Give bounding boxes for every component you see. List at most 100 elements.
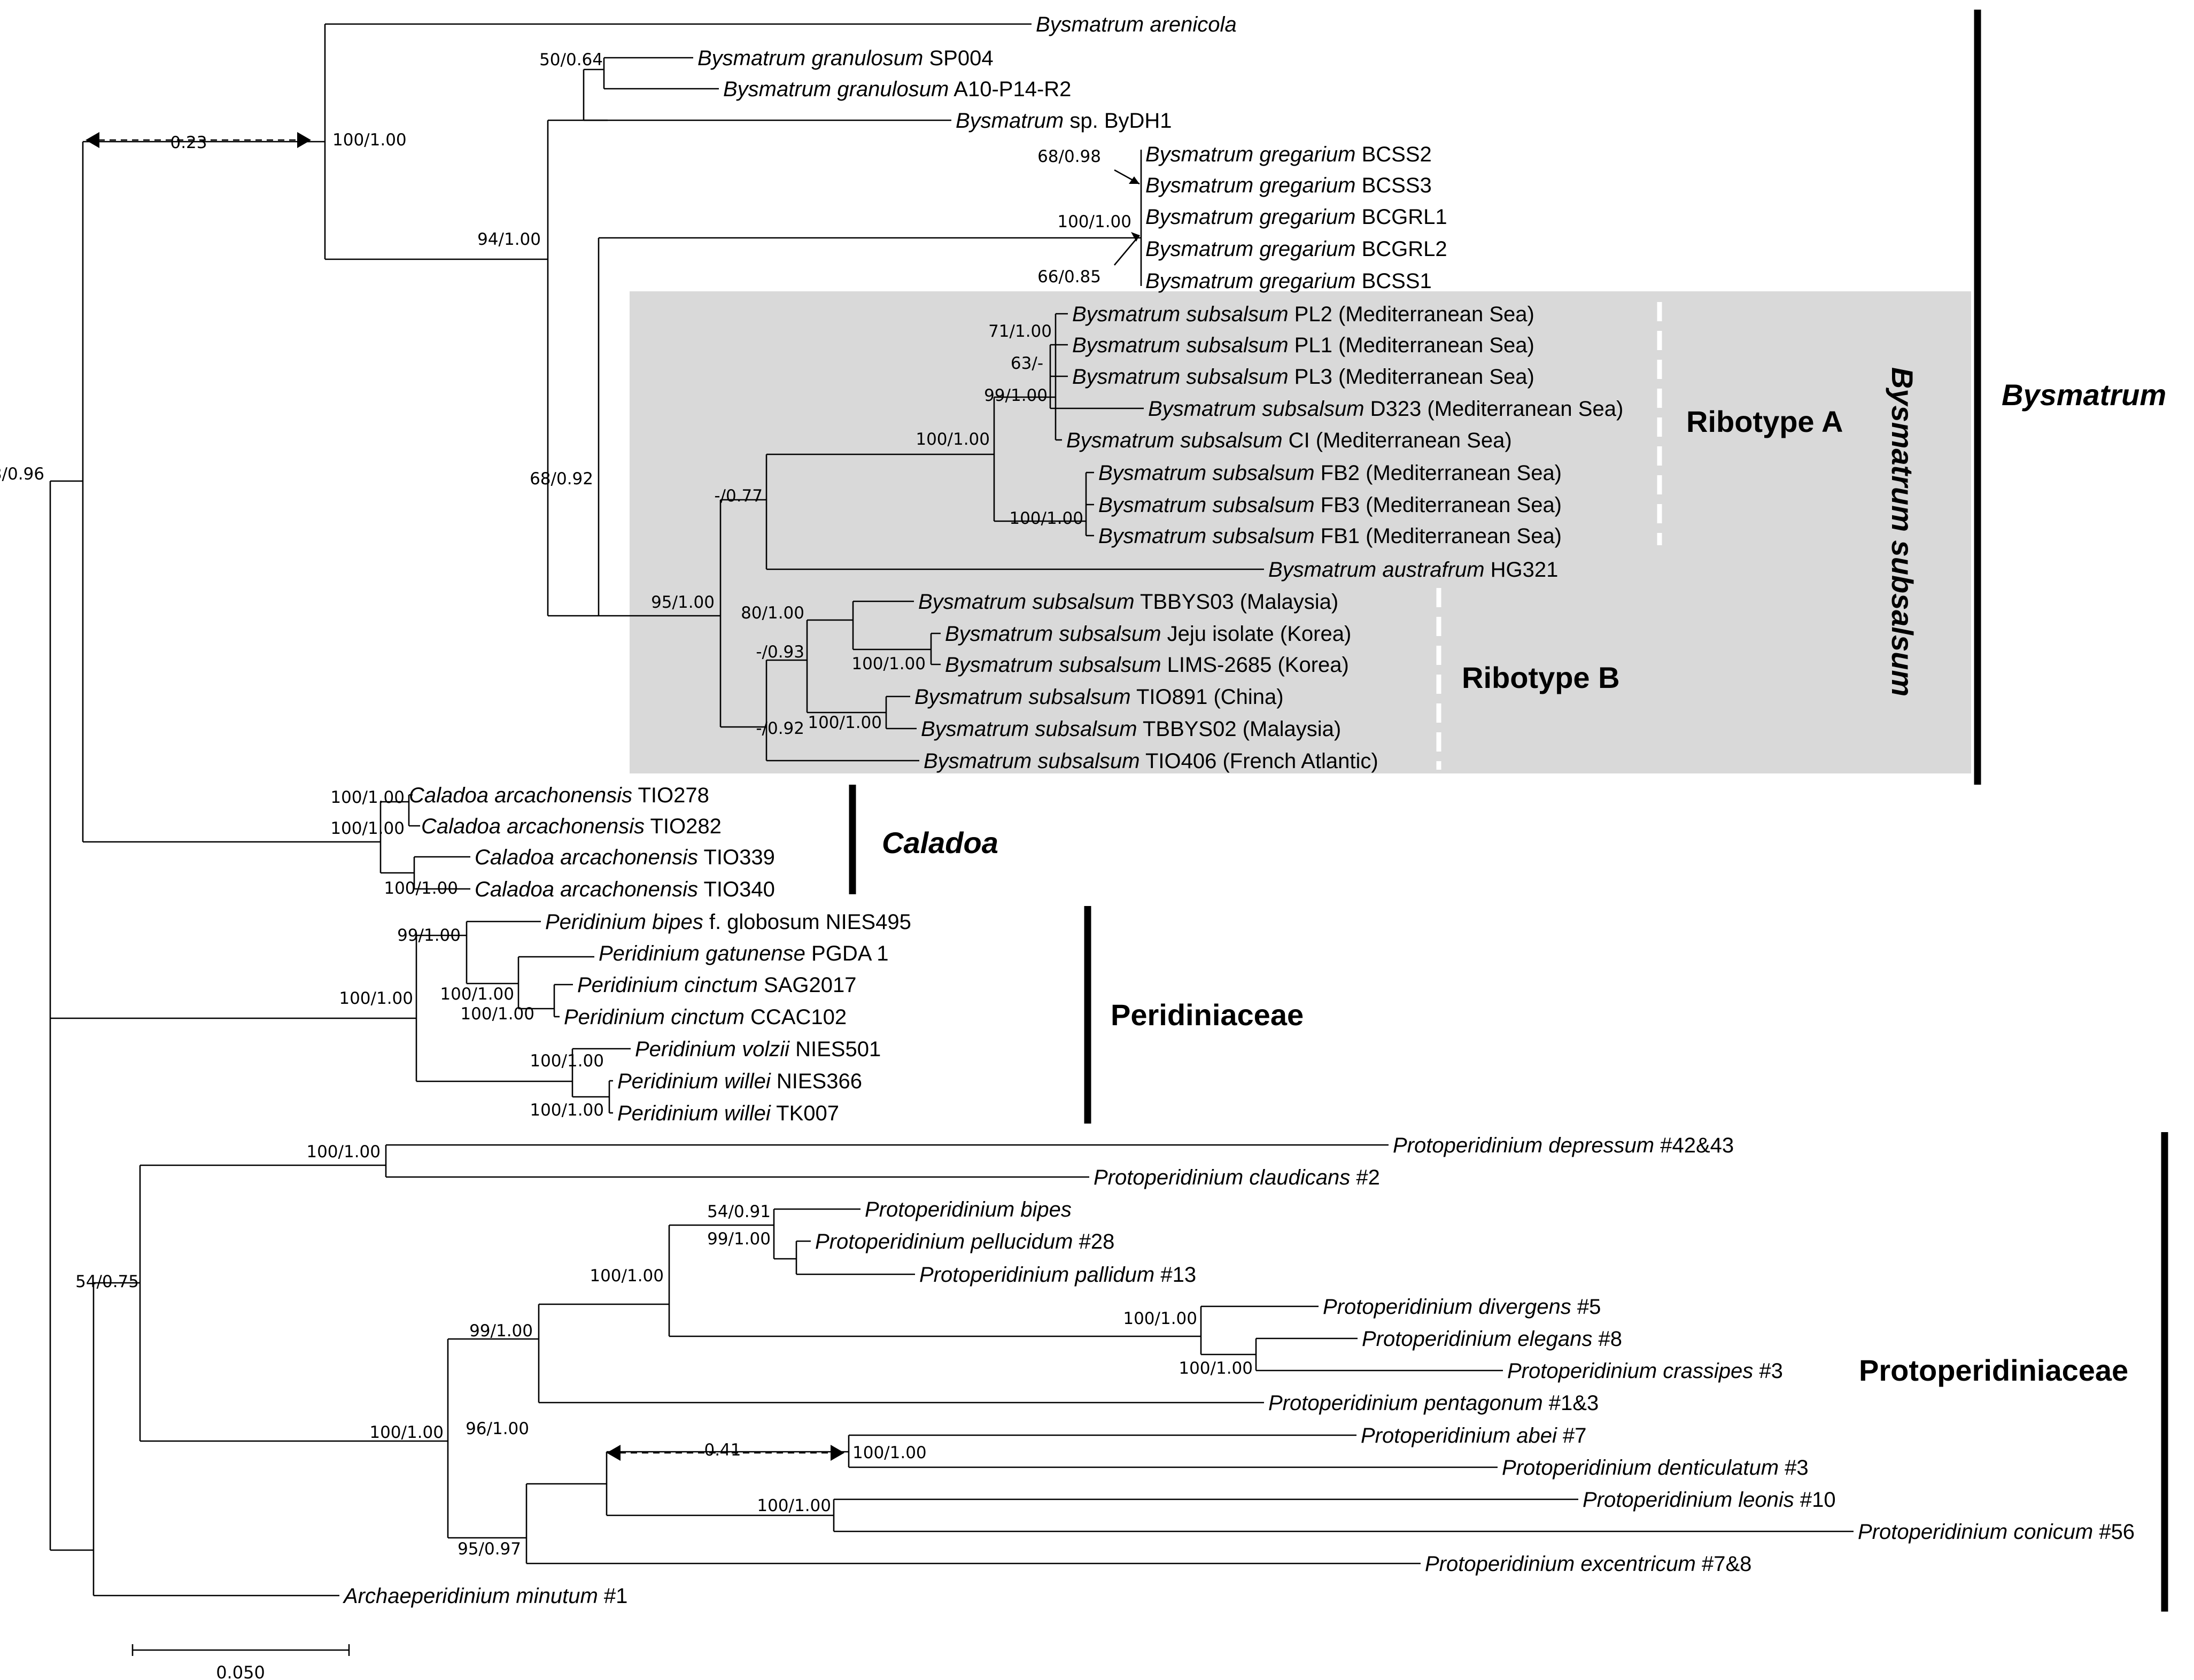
taxon-epithet: arenicola xyxy=(1144,13,1236,36)
taxon-label: Bysmatrum subsalsum TIO406 (French Atlan… xyxy=(924,749,1378,773)
taxon-label: Bysmatrum subsalsum FB3 (Mediterranean S… xyxy=(1098,493,1562,517)
taxon-genus: Bysmatrum xyxy=(945,653,1053,677)
support-value: 63/- xyxy=(1011,354,1043,373)
taxon-genus: Protoperidinium xyxy=(815,1230,965,1253)
support-value: 100/1.00 xyxy=(306,1142,381,1162)
subsalsum-box xyxy=(630,291,1971,773)
taxon-strain: TIO891 (China) xyxy=(1131,685,1284,709)
taxon-label: Protoperidinium divergens #5 xyxy=(1323,1295,1601,1319)
support-value: 100/1.00 xyxy=(339,989,413,1008)
taxon-genus: Bysmatrum xyxy=(1098,493,1206,517)
taxon-strain: sp. ByDH1 xyxy=(1064,109,1172,133)
taxon-genus: Bysmatrum xyxy=(1098,524,1206,548)
taxon-strain: A10-P14-R2 xyxy=(949,78,1071,101)
taxon-label: Protoperidinium depressum #42&43 xyxy=(1393,1134,1734,1157)
taxon-strain: Jeju isolate (Korea) xyxy=(1161,622,1352,646)
taxon-epithet: crassipes xyxy=(1657,1359,1753,1383)
taxon-genus: Protoperidinium xyxy=(1094,1166,1243,1189)
taxon-epithet: denticulatum xyxy=(1652,1456,1779,1480)
taxon-epithet: granulosum xyxy=(805,47,923,70)
support-value: 100/1.00 xyxy=(852,1443,927,1462)
taxon-epithet: conicum xyxy=(2007,1520,2093,1544)
taxon-label: Protoperidinium pallidum #13 xyxy=(919,1263,1196,1287)
branches xyxy=(49,23,1854,1597)
taxon-label: Protoperidinium bipes xyxy=(865,1198,1072,1221)
support-value: 80/1.00 xyxy=(741,603,804,623)
taxon-epithet: granulosum xyxy=(831,78,949,101)
taxon-strain: TIO278 xyxy=(632,784,709,807)
support-value: 71/1.00 xyxy=(988,322,1052,341)
taxon-label: Bysmatrum gregarium BCGRL1 xyxy=(1145,205,1447,229)
taxon-epithet: bipes xyxy=(1014,1198,1072,1221)
taxon-genus: Protoperidinium xyxy=(1393,1134,1542,1157)
taxon-epithet: subsalsum xyxy=(1180,365,1288,389)
support-value: 100/1.00 xyxy=(440,985,514,1004)
taxon-genus: Protoperidinium xyxy=(1323,1295,1472,1319)
taxon-genus: Bysmatrum xyxy=(945,622,1053,646)
support-value: 100/1.00 xyxy=(916,430,990,449)
support-value: 100/1.00 xyxy=(1179,1359,1253,1378)
taxon-epithet: subsalsum xyxy=(1029,717,1137,741)
taxon-label: Protoperidinium elegans #8 xyxy=(1362,1327,1622,1351)
support-value: 100/1.00 xyxy=(530,1101,604,1120)
taxon-label: Bysmatrum subsalsum TBBYS03 (Malaysia) xyxy=(918,590,1338,614)
taxon-label: Peridinium willei NIES366 xyxy=(617,1070,862,1093)
taxon-strain: BCSS2 xyxy=(1355,143,1431,166)
taxon-genus: Bysmatrum xyxy=(723,78,831,101)
taxon-epithet: subsalsum xyxy=(1180,303,1288,326)
taxon-epithet: subsalsum xyxy=(1206,493,1314,517)
taxon-genus: Protoperidinium xyxy=(1502,1456,1652,1480)
taxon-genus: Caladoa xyxy=(421,815,501,838)
taxon-label: Bysmatrum gregarium BCSS1 xyxy=(1145,269,1432,293)
taxon-epithet: cinctum xyxy=(678,973,758,997)
taxon-epithet: subsalsum xyxy=(1256,397,1364,421)
taxon-genus: Protoperidinium xyxy=(1583,1488,1732,1512)
break-label-2: 0.41 xyxy=(704,1441,741,1460)
taxon-genus: Bysmatrum xyxy=(1268,558,1376,582)
taxon-genus: Bysmatrum xyxy=(1072,365,1180,389)
support-value: 54/0.75 xyxy=(75,1272,139,1291)
taxon-genus: Bysmatrum xyxy=(1098,461,1206,485)
taxon-strain: BCSS1 xyxy=(1355,269,1431,293)
taxon-label: Bysmatrum subsalsum LIMS-2685 (Korea) xyxy=(945,653,1349,677)
support-value: 99/1.00 xyxy=(707,1229,771,1249)
taxon-label: Bysmatrum arenicola xyxy=(1036,13,1237,36)
taxon-label: Archaeperidinium minutum #1 xyxy=(343,1584,627,1608)
support-value: 68/0.92 xyxy=(530,469,593,489)
support-value: 95/1.00 xyxy=(651,593,715,612)
taxon-epithet: pentagonum xyxy=(1418,1391,1543,1415)
taxon-epithet: gregarium xyxy=(1253,269,1355,293)
taxon-label: Bysmatrum subsalsum FB2 (Mediterranean S… xyxy=(1098,461,1562,485)
support-value: 100/1.00 xyxy=(460,1004,534,1024)
taxon-genus: Bysmatrum xyxy=(1145,143,1253,166)
taxon-genus: Bysmatrum xyxy=(914,685,1022,709)
taxon-genus: Bysmatrum xyxy=(1145,174,1253,197)
taxon-strain: #28 xyxy=(1073,1230,1114,1253)
taxon-strain: NIES501 xyxy=(789,1038,881,1061)
taxon-epithet: subsalsum xyxy=(1180,334,1288,357)
taxon-genus: Bysmatrum xyxy=(924,749,1032,773)
taxon-epithet: gatunense xyxy=(700,942,805,965)
taxon-strain: f. globosum NIES495 xyxy=(703,910,911,934)
clade-labels: Bysmatrum Bysmatrum subsalsum Ribotype A… xyxy=(882,367,2166,1387)
taxon-epithet: arcachonensis xyxy=(554,846,698,869)
taxon-epithet: gregarium xyxy=(1253,143,1355,166)
taxon-epithet: pellucidum xyxy=(965,1230,1073,1253)
taxon-epithet: minutum xyxy=(510,1584,598,1608)
taxon-strain: FB1 (Mediterranean Sea) xyxy=(1315,524,1562,548)
taxon-label: Bysmatrum subsalsum PL3 (Mediterranean S… xyxy=(1072,365,1534,389)
taxon-label: Peridinium volzii NIES501 xyxy=(635,1038,881,1061)
taxon-strain: CCAC102 xyxy=(745,1005,847,1029)
taxon-label: Bysmatrum granulosum SP004 xyxy=(697,47,994,70)
taxon-strain: #3 xyxy=(1779,1456,1809,1480)
taxon-strain: #7 xyxy=(1557,1424,1587,1447)
support-value: 99/1.00 xyxy=(469,1321,533,1341)
taxon-label: Bysmatrum subsalsum FB1 (Mediterranean S… xyxy=(1098,524,1562,548)
support-value: 95/0.97 xyxy=(458,1539,521,1559)
taxon-epithet: subsalsum xyxy=(1206,524,1314,548)
support-value: 99/1.00 xyxy=(984,386,1048,405)
taxon-epithet: depressum xyxy=(1542,1134,1654,1157)
taxon-genus: Peridinium xyxy=(577,973,678,997)
taxon-epithet: gregarium xyxy=(1253,174,1355,197)
taxon-strain: PGDA 1 xyxy=(805,942,889,965)
